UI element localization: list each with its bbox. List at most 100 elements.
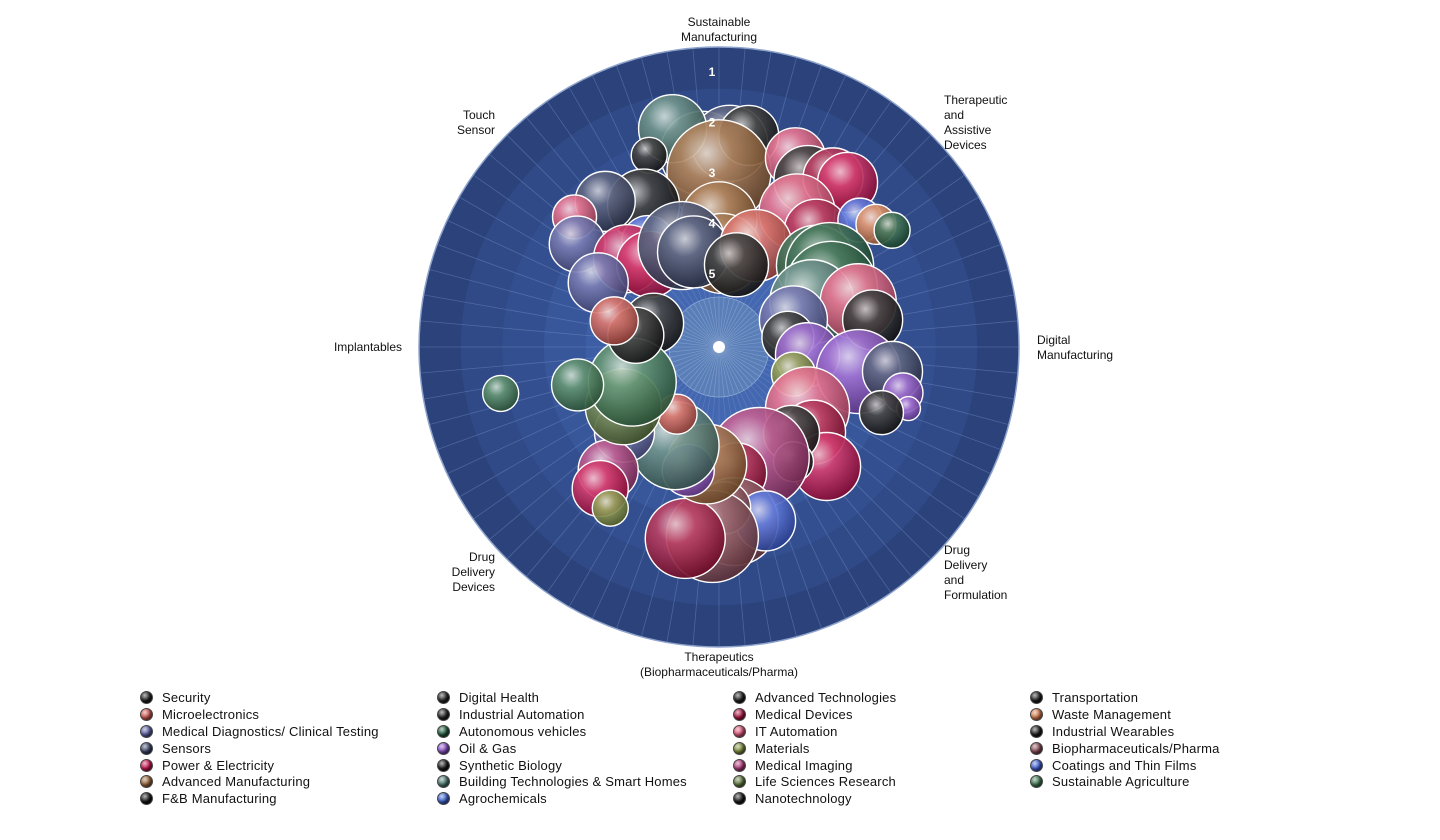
legend-item[interactable]: Biopharmaceuticals/Pharma	[1030, 740, 1320, 757]
bubble[interactable]	[630, 136, 668, 175]
legend-item[interactable]: Medical Devices	[733, 706, 1023, 723]
axis-label-line: Therapeutics	[684, 650, 754, 664]
bubble[interactable]	[703, 232, 770, 298]
hub-spoke	[675, 346, 720, 373]
axis-label-line: Formulation	[944, 588, 1008, 602]
hub-spoke	[718, 346, 749, 388]
hub-spoke	[718, 346, 757, 381]
legend-swatch	[437, 741, 450, 755]
hub-spoke	[708, 346, 720, 396]
hub-spoke	[718, 336, 768, 348]
hub-spoke	[671, 346, 720, 363]
legend-item[interactable]: Life Sciences Research	[733, 773, 1023, 790]
legend-label: Security	[162, 689, 211, 705]
legend-swatch	[140, 758, 153, 772]
legend-swatch	[437, 775, 450, 789]
legend-label: Biopharmaceuticals/Pharma	[1052, 740, 1220, 756]
bubble[interactable]	[858, 389, 905, 436]
legend-label: Coatings and Thin Films	[1052, 757, 1197, 773]
legend-swatch	[1030, 741, 1043, 755]
axis-label-line: Manufacturing	[1037, 348, 1114, 362]
legend-label: Medical Diagnostics/ Clinical Testing	[162, 723, 379, 739]
legend-item[interactable]: Medical Diagnostics/ Clinical Testing	[140, 723, 430, 740]
legend-swatch	[140, 690, 153, 704]
legend-item[interactable]: Autonomous vehicles	[437, 723, 727, 740]
legend-item[interactable]: Advanced Manufacturing	[140, 773, 430, 790]
legend-item[interactable]: Nanotechnology	[733, 790, 1023, 807]
axis-label: Implantables	[334, 340, 402, 355]
bubble[interactable]	[550, 358, 605, 412]
legend-label: Building Technologies & Smart Homes	[459, 774, 687, 790]
legend-item[interactable]: Synthetic Biology	[437, 757, 727, 774]
hub-spoke	[718, 346, 769, 353]
legend-label: Digital Health	[459, 689, 540, 705]
ring-label: 5	[709, 267, 716, 281]
bubble[interactable]	[481, 374, 520, 413]
hub-spoke	[718, 346, 740, 393]
hub-spoke	[718, 309, 753, 348]
legend-label: Microelectronics	[162, 706, 260, 722]
legend-label: Medical Imaging	[755, 757, 853, 773]
ring-label: 2	[709, 116, 716, 130]
legend-item[interactable]: Sensors	[140, 740, 430, 757]
hub-spoke	[673, 346, 720, 368]
legend-label: Sensors	[162, 740, 212, 756]
legend-item[interactable]: Sustainable Agriculture	[1030, 773, 1320, 790]
legend-item[interactable]: Coatings and Thin Films	[1030, 757, 1320, 774]
legend-item[interactable]: Industrial Wearables	[1030, 723, 1320, 740]
legend-swatch	[140, 707, 153, 721]
hub-spoke	[703, 346, 720, 395]
legend-label: Advanced Manufacturing	[162, 774, 311, 790]
hub-spoke	[718, 346, 768, 358]
legend-swatch	[437, 758, 450, 772]
legend-label: Industrial Automation	[459, 706, 585, 722]
legend-item[interactable]: Advanced Technologies	[733, 689, 1023, 706]
legend-swatch	[733, 707, 746, 721]
legend-label: Oil & Gas	[459, 740, 517, 756]
bubble[interactable]	[873, 211, 911, 249]
bubble[interactable]	[591, 489, 629, 527]
hub-spoke	[718, 298, 730, 348]
hub-spoke	[718, 346, 735, 395]
hub-spoke	[718, 303, 745, 348]
legend-item[interactable]: Microelectronics	[140, 706, 430, 723]
axis-label-line: Drug	[468, 550, 495, 564]
legend-item[interactable]: Medical Imaging	[733, 757, 1023, 774]
axis-label-line: Manufacturing	[680, 30, 758, 44]
hub-spoke	[718, 346, 753, 385]
legend-swatch	[1030, 775, 1043, 789]
legend-item[interactable]: Waste Management	[1030, 706, 1320, 723]
legend-swatch	[733, 690, 746, 704]
hub-spoke	[718, 299, 735, 348]
legend-item[interactable]: Digital Health	[437, 689, 727, 706]
axis-label-line: Assistive	[944, 123, 992, 137]
legend-label: Life Sciences Research	[755, 774, 896, 790]
legend-item[interactable]: Agrochemicals	[437, 790, 727, 807]
hub-spoke	[718, 346, 763, 373]
legend-item[interactable]: IT Automation	[733, 723, 1023, 740]
legend-label: Materials	[755, 740, 810, 756]
hub-spoke	[718, 346, 725, 397]
legend-item[interactable]: F&B Manufacturing	[140, 790, 430, 807]
bubble[interactable]	[644, 497, 726, 580]
hub-spoke	[685, 309, 720, 348]
legend-swatch	[733, 775, 746, 789]
legend-item[interactable]: Building Technologies & Smart Homes	[437, 773, 727, 790]
hub-spoke	[718, 346, 767, 363]
hub-spoke	[678, 317, 720, 348]
bubble[interactable]	[589, 296, 639, 346]
legend-item[interactable]: Oil & Gas	[437, 740, 727, 757]
legend-item[interactable]: Transportation	[1030, 689, 1320, 706]
legend-item[interactable]: Security	[140, 689, 430, 706]
legend-item[interactable]: Industrial Automation	[437, 706, 727, 723]
hub-spoke	[718, 346, 730, 396]
legend-label: Waste Management	[1052, 706, 1172, 722]
legend-label: IT Automation	[755, 723, 838, 739]
legend-item[interactable]: Power & Electricity	[140, 757, 430, 774]
legend-item[interactable]: Materials	[733, 740, 1023, 757]
